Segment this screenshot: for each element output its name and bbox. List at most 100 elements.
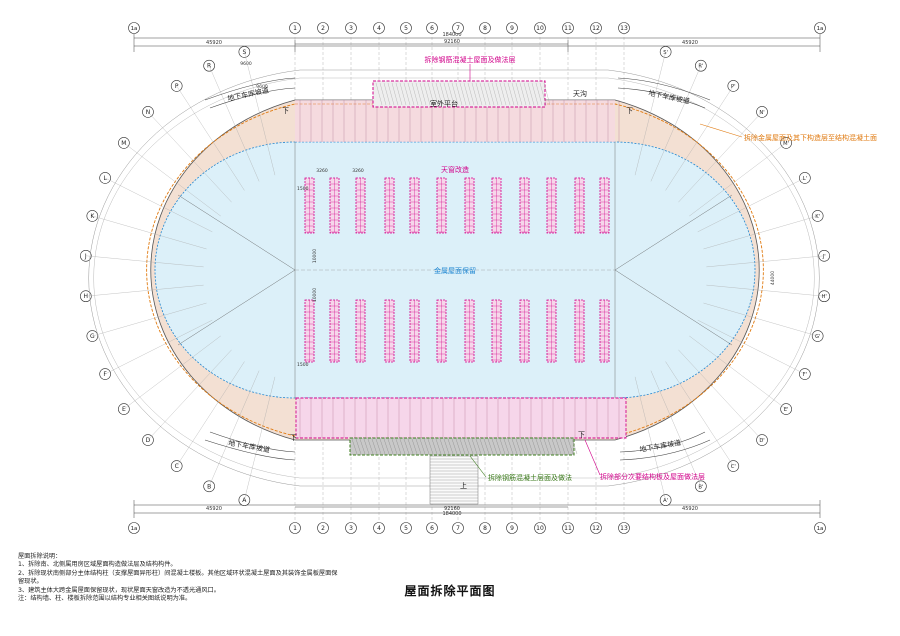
dim-sub-bottom: 92160 [444,506,460,512]
skylight-opening [355,177,366,234]
skylight-opening [304,299,315,363]
dim-left-bottom: 45920 [206,506,222,512]
demolition-notes: 屋面拆除说明： 1、拆除南、北侧属用房区域屋面构造做法层及结构构件。 2、拆除现… [18,553,358,603]
dim-small-a: 1500 [297,362,309,368]
svg-text:G: G [90,333,95,340]
axis-bubble-6: 6 [426,522,438,534]
notes-item: 3、建筑主体大跨金属屋面保留现状，现状屋面天窗改造为不透光通风口。 [18,586,220,594]
skylight-opening [546,177,557,234]
platform-label: 室外平台 [430,99,458,108]
skylight-label: 天窗改造 [441,165,469,174]
ramp-left-bottom-label: 地下车库坡道 [228,438,271,454]
axis-bubble-4: 4 [373,522,385,534]
svg-text:3: 3 [349,525,353,532]
svg-text:M': M' [783,141,789,147]
svg-text:11: 11 [564,25,572,32]
svg-text:13: 13 [620,25,628,32]
axis-bubble-5: 5 [400,522,412,534]
svg-text:13: 13 [620,525,628,532]
skylight-opening [574,299,585,363]
svg-text:11: 11 [564,525,572,532]
axis-bubble-J': J' [818,249,830,262]
axis-bubble-13: 13 [618,522,630,534]
annotation-top: 拆除钢筋混凝土屋面及做法层 [425,55,516,64]
svg-text:9: 9 [510,525,514,532]
axis-bubble-corner: 1a [814,522,826,534]
svg-text:2: 2 [321,525,325,532]
svg-text:1: 1 [293,525,297,532]
dim-left-top: 45920 [206,40,222,46]
svg-text:1a: 1a [131,26,138,32]
svg-text:8: 8 [483,25,487,32]
svg-text:8: 8 [483,525,487,532]
axis-bubble-9: 9 [506,522,518,534]
axis-bubble-1: 1 [289,522,301,534]
svg-text:12: 12 [592,525,600,532]
svg-text:H: H [84,293,89,300]
axis-bubble-11: 11 [562,22,574,34]
svg-text:6: 6 [430,525,434,532]
svg-text:1a: 1a [817,26,824,32]
svg-text:9: 9 [510,25,514,32]
notes-item: 1、拆除南、北侧属用房区域屋面构造做法层及结构构件。 [18,561,177,569]
skylight-opening [304,177,315,234]
axis-bubble-11: 11 [562,522,574,534]
svg-text:2: 2 [321,25,325,32]
svg-text:H': H' [822,294,827,300]
svg-text:4: 4 [377,525,381,532]
skylight-opening [436,299,447,363]
axis-bubble-3: 3 [345,22,357,34]
svg-text:1a: 1a [817,526,824,532]
svg-text:R': R' [698,64,703,70]
skylight-dim-2: 3260 [352,168,364,174]
axis-bubble-2: 2 [317,522,329,534]
skylight-dim-h2: 10000 [312,288,318,302]
axis-bubble-5: 5 [400,22,412,34]
skylight-opening [491,177,502,234]
svg-text:4: 4 [377,25,381,32]
svg-text:E': E' [784,407,789,413]
svg-text:C: C [175,463,179,470]
axis-bubble-13: 13 [618,22,630,34]
svg-text:F': F' [803,372,807,378]
dim-total-top: 184000 [442,32,461,38]
axis-bubble-6: 6 [426,22,438,34]
axis-bubble-4: 4 [373,22,385,34]
axis-bubble-1: 1 [289,22,301,34]
dim-bay-2: 9600 [256,84,268,90]
stair-up-label: 上 [460,481,467,490]
notes-heading: 屋面拆除说明： [18,553,62,560]
skylight-opening [574,177,585,234]
svg-text:J: J [84,253,87,260]
svg-text:L': L' [803,176,807,182]
skylight-opening [599,177,610,234]
axis-bubble-12: 12 [590,22,602,34]
svg-text:6: 6 [430,25,434,32]
svg-text:G': G' [815,334,820,340]
down-right-label: 下 [626,107,633,115]
axis-bubble-10: 10 [534,22,546,34]
svg-text:12: 12 [592,25,600,32]
annotation-secondary: 拆除部分次要结构板及屋面做法层 [600,472,705,481]
axis-bubble-corner: 1a [128,522,140,534]
svg-text:5: 5 [404,525,408,532]
svg-text:J': J' [822,254,826,260]
svg-text:B': B' [698,484,703,490]
svg-text:7: 7 [456,525,460,532]
svg-text:M: M [121,140,126,147]
dim-small-b: 1500 [297,186,309,192]
skylight-opening [355,299,366,363]
svg-text:1a: 1a [131,526,138,532]
axis-bubble-8: 8 [479,22,491,34]
axis-bubble-12: 12 [590,522,602,534]
svg-text:D': D' [759,438,764,444]
dim-total-bottom: 184000 [442,511,461,517]
skylight-opening [409,299,420,363]
svg-text:10: 10 [536,25,544,32]
skylight-opening [519,299,530,363]
skylight-opening [384,299,395,363]
dim-right-vertical: 44000 [770,271,776,285]
svg-text:S': S' [663,50,668,56]
skylight-opening [436,177,447,234]
